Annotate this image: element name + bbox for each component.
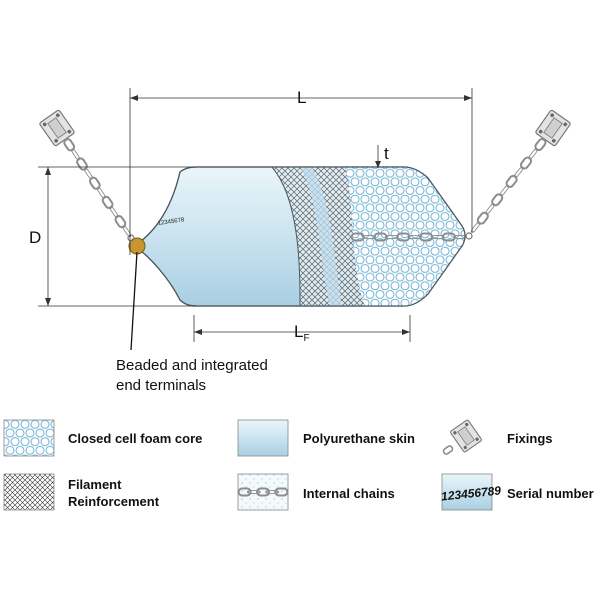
callout-line-2: end terminals xyxy=(116,377,207,394)
legend-filament-line-2: Reinforcement xyxy=(68,494,160,509)
svg-text:L: L xyxy=(297,88,306,107)
legend-foam-label: Closed cell foam core xyxy=(68,431,203,446)
legend-skin-swatch xyxy=(237,419,289,457)
dimension-length: L xyxy=(129,88,473,255)
svg-text:t: t xyxy=(384,144,389,163)
right-fixing-chain xyxy=(469,109,572,234)
legend-serial-label: Serial number xyxy=(507,486,594,501)
callout-leader xyxy=(130,251,138,351)
left-fixing-chain xyxy=(38,109,133,238)
legend-skin-label: Polyurethane skin xyxy=(303,431,415,446)
dimension-foam-length: LF xyxy=(193,315,411,344)
legend-chains-swatch xyxy=(237,473,289,511)
legend-fixings-label: Fixings xyxy=(507,431,553,446)
terminal-callout: Beaded and integrated end terminals xyxy=(116,356,268,396)
callout-line-1: Beaded and integrated xyxy=(116,357,268,374)
legend-serial-swatch: 123456789 xyxy=(440,473,502,511)
svg-text:123456789: 123456789 xyxy=(440,483,502,503)
legend-filament-label: Filament Reinforcement xyxy=(68,476,159,510)
svg-text:D: D xyxy=(29,228,41,247)
fender-body: 12345678 xyxy=(132,166,466,307)
legend-foam-swatch xyxy=(3,419,55,457)
dimension-diameter: D xyxy=(29,166,196,307)
legend-fixings-swatch xyxy=(441,418,492,456)
svg-text:LF: LF xyxy=(294,322,310,344)
legend-chains-label: Internal chains xyxy=(303,486,395,501)
body-serial-number: 12345678 xyxy=(157,217,185,227)
dimension-thickness: t xyxy=(375,144,389,168)
foam-core-section xyxy=(345,167,465,306)
legend-filament-swatch xyxy=(3,473,55,511)
legend-filament-line-1: Filament xyxy=(68,477,122,492)
